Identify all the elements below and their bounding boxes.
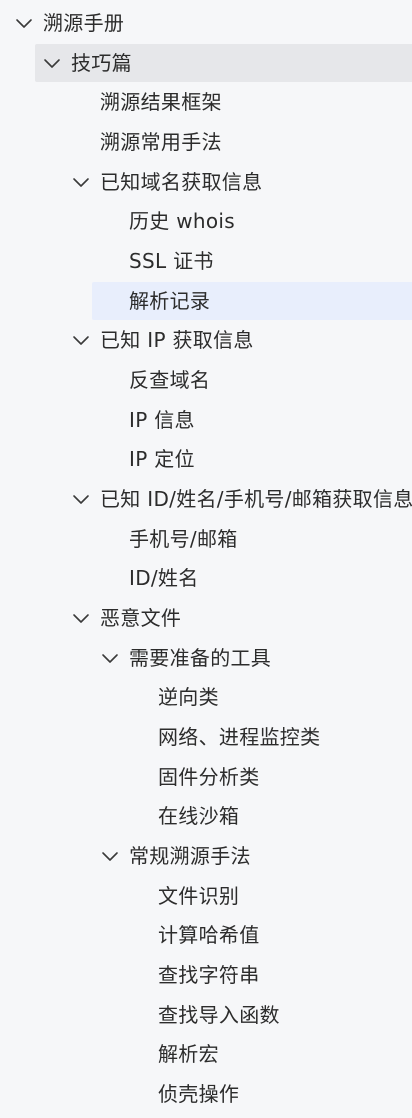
tree-page-item[interactable]: IP 定位 xyxy=(0,440,412,478)
tree-item-label: 已知域名获取信息 xyxy=(100,169,263,194)
tree-item-label: 文件识别 xyxy=(158,883,240,908)
tree-item-label: 侦壳操作 xyxy=(158,1082,240,1107)
tree-page-item[interactable]: 在线沙箱 xyxy=(0,797,412,835)
tree-page-item[interactable]: 固件分析类 xyxy=(0,758,412,796)
tree-item-label: 固件分析类 xyxy=(158,764,260,789)
tree-page-item[interactable]: 反查域名 xyxy=(0,361,412,399)
tree-page-item[interactable]: IP 信息 xyxy=(0,401,412,439)
chevron-down-icon[interactable] xyxy=(71,489,91,509)
chevron-down-icon[interactable] xyxy=(100,648,120,668)
tree-page-item[interactable]: 逆向类 xyxy=(0,678,412,716)
tree-folder-item[interactable]: 已知域名获取信息 xyxy=(0,163,412,201)
tree-item-label: 需要准备的工具 xyxy=(129,645,272,670)
tree-folder-item[interactable]: 已知 ID/姓名/手机号/邮箱获取信息 xyxy=(0,480,412,518)
tree-item-label: 手机号/邮箱 xyxy=(129,526,238,551)
tree-page-item[interactable]: 溯源常用手法 xyxy=(0,123,412,161)
tree-folder-item[interactable]: 需要准备的工具 xyxy=(0,639,412,677)
tree-folder-item[interactable]: 恶意文件 xyxy=(0,599,412,637)
tree-item-label: 计算哈希值 xyxy=(158,923,260,948)
chevron-down-icon[interactable] xyxy=(71,330,91,350)
tree-item-label: 在线沙箱 xyxy=(158,804,240,829)
tree-page-item[interactable]: 查找字符串 xyxy=(0,956,412,994)
tree-page-item[interactable]: 解析宏 xyxy=(0,1035,412,1073)
tree-item-label: 技巧篇 xyxy=(71,50,132,75)
chevron-down-icon[interactable] xyxy=(100,846,120,866)
tree-page-item[interactable]: 历史 whois xyxy=(0,202,412,240)
selection-background xyxy=(92,281,412,320)
tree-page-item[interactable]: 解析记录 xyxy=(0,281,412,320)
tree-item-label: 已知 ID/姓名/手机号/邮箱获取信息 xyxy=(100,487,412,512)
tree-page-item[interactable]: 侦壳操作 xyxy=(0,1075,412,1113)
tree-item-label: 溯源手册 xyxy=(43,11,125,35)
tree-page-item[interactable]: 文件识别 xyxy=(0,877,412,915)
tree-item-label: IP 定位 xyxy=(129,447,195,472)
tree-page-item[interactable]: ID/姓名 xyxy=(0,559,412,597)
tree-item-label: 溯源结果框架 xyxy=(100,90,222,115)
tree-page-item[interactable]: 网络、进程监控类 xyxy=(0,718,412,756)
tree-item-label: 历史 whois xyxy=(129,209,236,234)
tree-page-item[interactable]: SSL 证书 xyxy=(0,242,412,280)
tree-item-label: 逆向类 xyxy=(158,685,219,710)
tree-page-item[interactable]: 查找导入函数 xyxy=(0,996,412,1034)
tree-page-item[interactable]: 溯源结果框架 xyxy=(0,83,412,121)
tree-item-label: SSL 证书 xyxy=(129,249,214,274)
tree-item-label: IP 信息 xyxy=(129,407,195,432)
tree-item-label: 常规溯源手法 xyxy=(129,844,251,869)
chevron-down-icon[interactable] xyxy=(14,13,34,33)
tree-folder-item[interactable]: 技巧篇 xyxy=(0,43,412,82)
tree-page-item[interactable]: 手机号/邮箱 xyxy=(0,520,412,558)
tree-item-label: 解析记录 xyxy=(129,288,211,313)
tree-page-item[interactable]: 计算哈希值 xyxy=(0,916,412,954)
chevron-down-icon[interactable] xyxy=(71,172,91,192)
chevron-down-icon[interactable] xyxy=(71,608,91,628)
selection-background xyxy=(35,43,412,82)
tree-item-label: 解析宏 xyxy=(158,1042,219,1067)
tree-item-label: ID/姓名 xyxy=(129,566,199,591)
chevron-down-icon[interactable] xyxy=(42,53,62,73)
tree-item-label: 网络、进程监控类 xyxy=(158,725,321,750)
tree-item-label: 已知 IP 获取信息 xyxy=(100,328,254,353)
tree-folder-item[interactable]: 溯源手册 xyxy=(0,4,412,42)
tree-item-label: 查找字符串 xyxy=(158,963,260,988)
tree-item-label: 恶意文件 xyxy=(100,606,182,631)
tree-folder-item[interactable]: 已知 IP 获取信息 xyxy=(0,321,412,359)
tree-item-label: 查找导入函数 xyxy=(158,1002,280,1027)
tree-item-label: 反查域名 xyxy=(129,368,211,393)
tree-folder-item[interactable]: 常规溯源手法 xyxy=(0,837,412,875)
tree-item-label: 溯源常用手法 xyxy=(100,130,222,154)
